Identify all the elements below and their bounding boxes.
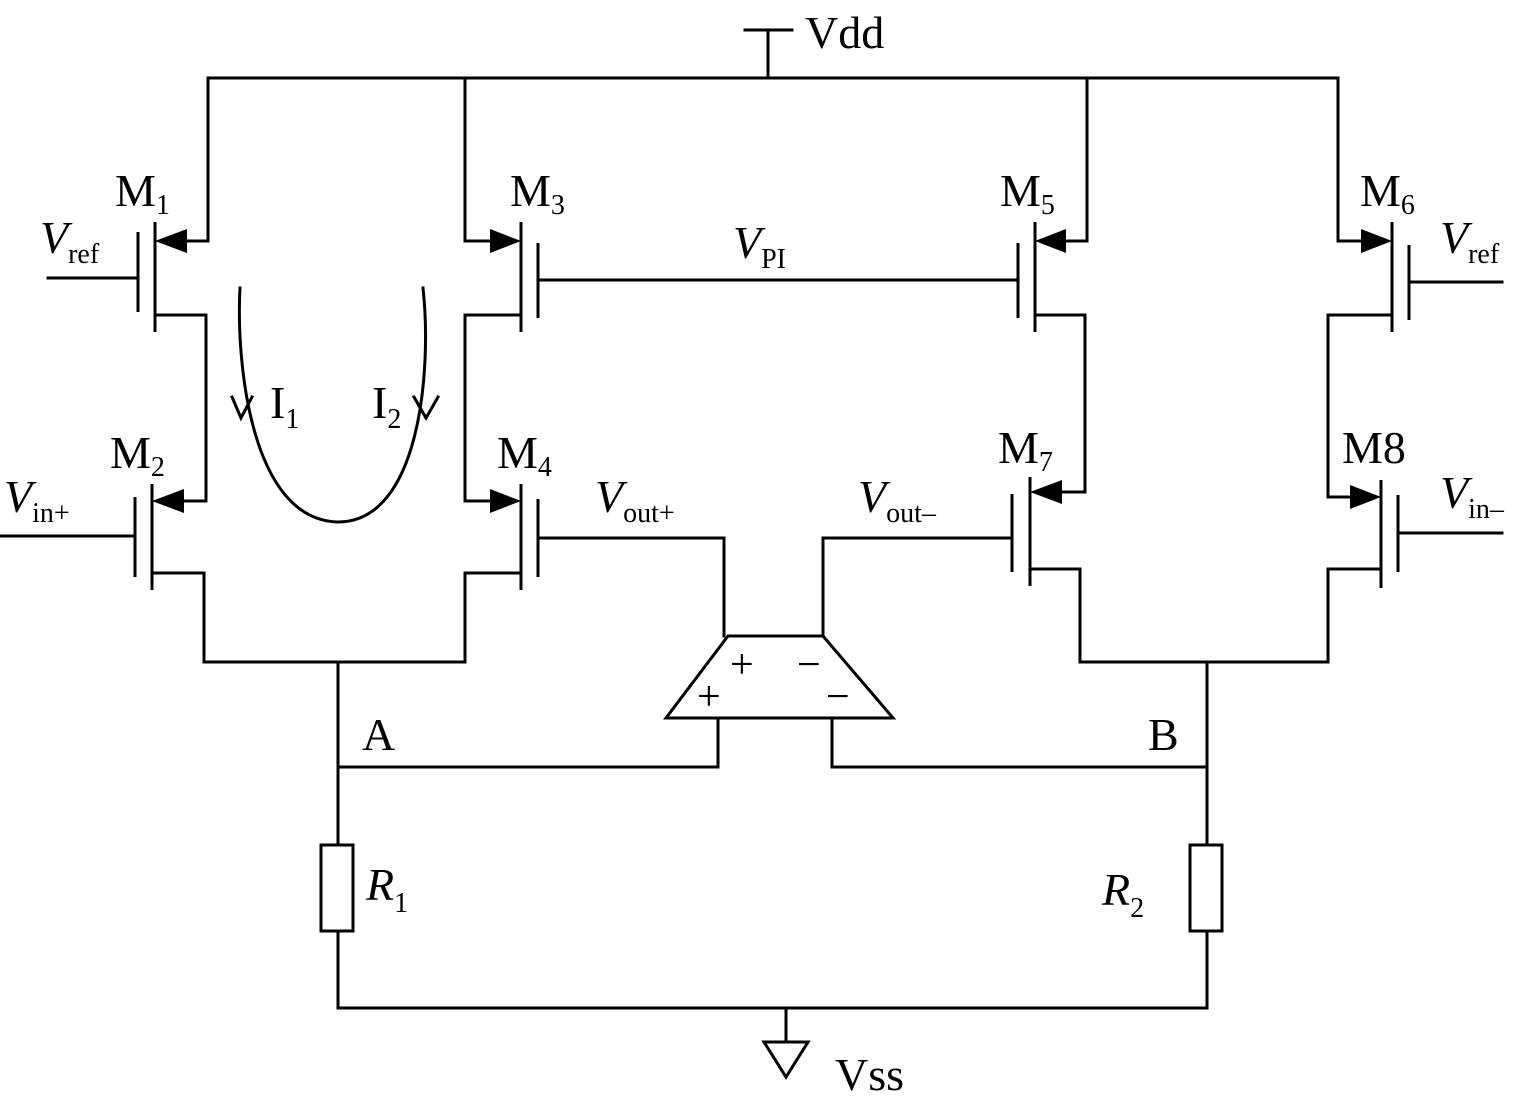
amp-out-plus-sign: + [697, 674, 721, 720]
resistor-r1 [319, 843, 355, 1010]
transistor-m4 [463, 484, 726, 638]
transistor-m6 [1326, 76, 1504, 332]
m5-label: M5 [1000, 165, 1055, 221]
vout-plus-label: Vout+ [595, 471, 675, 529]
m6-label: M6 [1360, 165, 1415, 221]
m3-label: M3 [510, 165, 565, 221]
vss-label: Vss [835, 1049, 904, 1100]
vref-left-label: Vref [40, 212, 100, 270]
transistor-m7 [821, 477, 1087, 638]
i2-arrowhead [411, 394, 441, 422]
transistor-m2 [0, 484, 208, 590]
amp-in-minus-sign: − [797, 642, 821, 688]
i1-label: I1 [270, 377, 299, 435]
transistor-m8 [1326, 480, 1504, 588]
node-a-label: A [362, 709, 395, 760]
node-b-label: B [1148, 709, 1179, 760]
m1-label: M1 [115, 165, 170, 221]
transistor-m3 [463, 76, 1020, 332]
amp-in-plus-sign: + [730, 642, 754, 688]
m2-label: M2 [110, 427, 165, 483]
vdd-rail [206, 28, 1340, 80]
transistor-m5 [1016, 76, 1089, 332]
vss-rail [336, 1006, 1209, 1080]
node-a-wiring [202, 571, 720, 847]
current-loop [230, 286, 441, 524]
vin-plus-label: Vin+ [4, 471, 70, 529]
vdd-label: Vdd [805, 7, 884, 58]
i1-arrowhead [230, 394, 255, 422]
amp-out-minus-sign: − [826, 674, 850, 720]
differential-amplifier [662, 634, 897, 720]
vref-right-label: Vref [1440, 212, 1500, 270]
transistor-m1 [46, 76, 210, 332]
vpi-label: VPI [733, 217, 786, 275]
m7-label: M7 [998, 422, 1053, 478]
m4-label: M4 [497, 427, 552, 483]
r2-label: R2 [1101, 864, 1144, 924]
vout-minus-label: Vout– [858, 471, 937, 529]
node-b-wiring [830, 567, 1330, 847]
r1-label: R1 [365, 859, 408, 919]
resistor-r2 [1188, 843, 1224, 1010]
i2-label: I2 [372, 377, 401, 435]
m8-label: M8 [1342, 422, 1406, 473]
vin-minus-label: Vin– [1440, 467, 1505, 525]
